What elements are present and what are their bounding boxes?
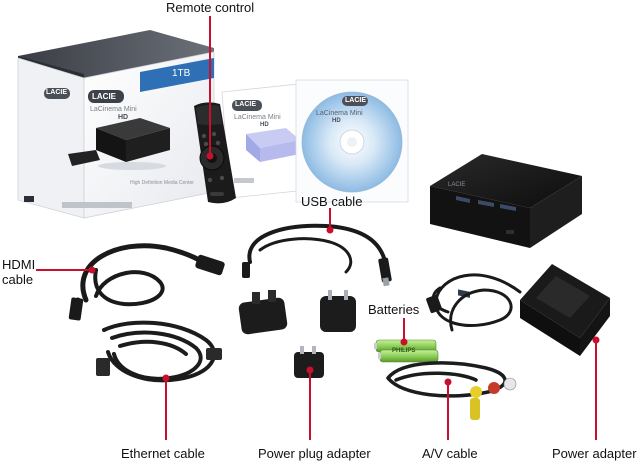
label-hdmi-cable: HDMI cable <box>2 257 36 287</box>
power-adapter-cable <box>431 273 522 332</box>
rca-yellow-plug <box>470 386 482 398</box>
rca-white-plug <box>503 377 517 391</box>
software-cd <box>295 79 409 203</box>
callout-lines <box>36 16 600 440</box>
manual-brand: LACIE <box>235 101 256 108</box>
hdmi-cable <box>74 243 215 317</box>
box-model: HD <box>118 114 129 121</box>
device-brand: LACIE <box>448 182 466 188</box>
label-power-adapter: Power adapter <box>552 446 637 461</box>
rca-red-plug <box>488 382 500 394</box>
label-remote-control: Remote control <box>166 0 255 15</box>
usb-a-plug <box>378 257 392 283</box>
dc-plug <box>426 294 442 314</box>
ethernet-cable <box>102 320 217 383</box>
av-cable <box>386 361 507 398</box>
uk-plug-adapter <box>238 290 288 335</box>
cd-model: HD <box>332 118 341 124</box>
box-side-brand: LACIE <box>46 89 67 96</box>
usb-cable <box>247 223 386 274</box>
label-power-plug-adapter: Power plug adapter <box>258 446 371 461</box>
batteries-brand: PHILIPS <box>392 348 416 354</box>
box-front-brand: LACIE <box>92 92 116 101</box>
hdmi-plug-right <box>195 254 225 276</box>
label-batteries: Batteries <box>368 302 420 317</box>
rj45-plug-right <box>206 348 222 360</box>
us-plug-adapter <box>294 346 324 378</box>
hdmi-plug-left <box>68 297 84 321</box>
power-adapter <box>520 264 610 356</box>
eu-plug-adapter <box>320 290 356 332</box>
rj45-plug-left <box>96 358 110 376</box>
usb-mini-plug <box>242 262 250 278</box>
manual-product-line: LaCinema Mini <box>234 114 281 121</box>
label-usb-cable: USB cable <box>301 194 363 209</box>
box-tagline: High Definition Media Center <box>130 180 194 186</box>
cd-product-line: LaCinema Mini <box>316 110 363 117</box>
label-ethernet-cable: Ethernet cable <box>121 446 205 461</box>
box-capacity: 1TB <box>172 68 191 79</box>
label-av-cable: A/V cable <box>422 446 478 461</box>
retail-box <box>17 30 215 219</box>
media-player-device <box>430 154 582 298</box>
manual-model: HD <box>260 122 269 128</box>
cd-brand: LACIE <box>345 97 366 104</box>
box-product-line: LaCinema Mini <box>90 106 137 113</box>
